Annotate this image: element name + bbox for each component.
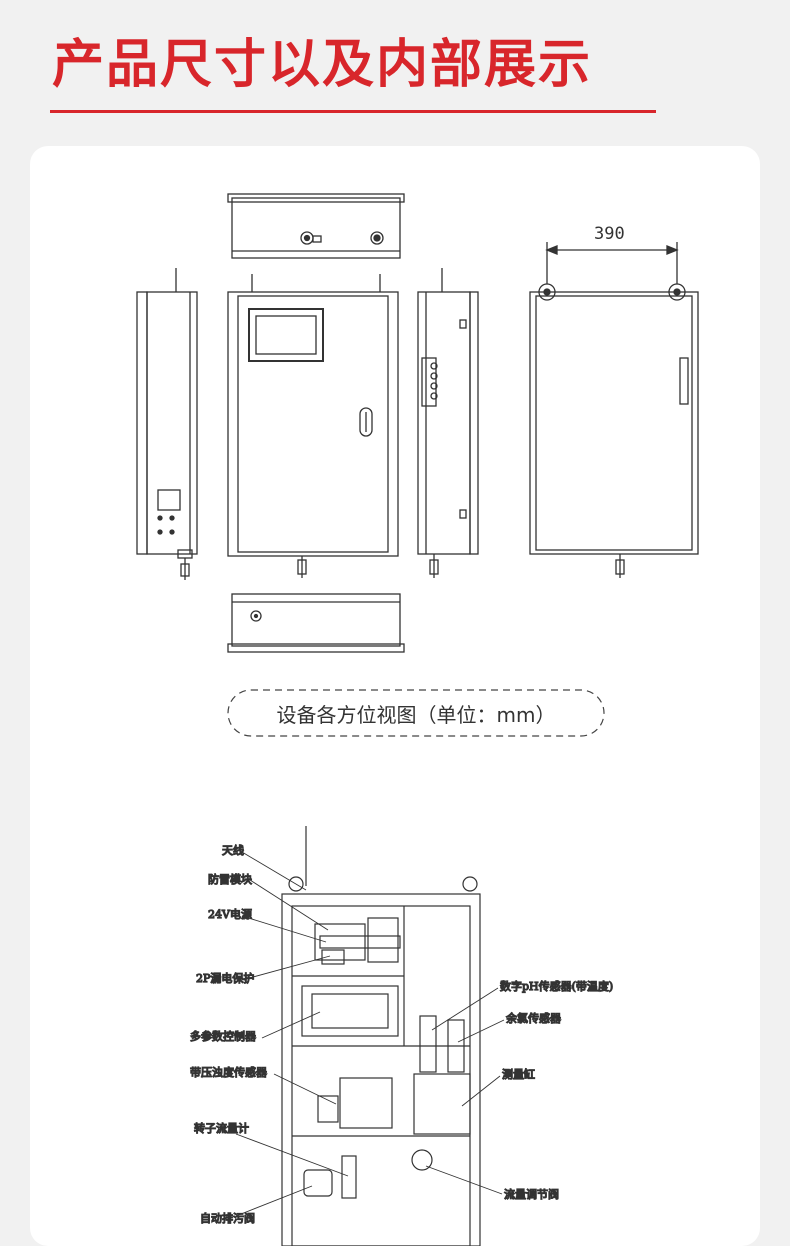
right-side-view [417,268,479,578]
left-side-view [136,268,198,580]
top-view [227,193,405,259]
label-multiparameter-controller: 多参数控制器 [190,1029,256,1043]
label-leakage-protection: 2P漏电保护 [196,971,254,985]
label-chlorine-sensor: 余氯传感器 [506,1011,561,1025]
label-digital-ph-sensor: 数字pH传感器(带温度) [500,979,613,993]
label-flow-control-valve: 流量调节阀 [504,1187,559,1201]
front-view [227,274,399,578]
label-auto-drain-valve: 自动排污阀 [200,1211,255,1225]
content-card: 390 设备各方位视图（单位：mm） [30,146,760,1246]
label-antenna: 天线 [222,843,244,857]
controller-unit [301,985,399,1037]
title-divider [50,110,656,113]
internal-layout-drawing: 天线 防雷模块 24V电源 2P漏电保护 多参数控制器 带压浊度传感器 转子流量… [189,826,614,1246]
label-24v-power: 24V电源 [208,907,252,921]
label-rotor-flowmeter: 转子流量计 [194,1121,249,1135]
bottom-view [227,593,405,653]
dimension-label: 390 [594,224,625,244]
views-caption: 设备各方位视图（单位：mm） [276,702,556,727]
din-rail-components [314,917,401,965]
flow-section [303,1149,433,1199]
back-view [529,242,699,578]
label-measuring-cylinder: 测量缸 [502,1067,535,1081]
label-lightning-module: 防雷模块 [208,872,252,886]
orthographic-views-drawing [136,193,699,653]
sensor-units [317,1015,471,1135]
caption-frame [227,689,605,737]
page-title: 产品尺寸以及内部展示 [52,35,593,95]
label-turbidity-sensor: 带压浊度传感器 [190,1065,267,1079]
leader-lines [235,851,505,1217]
